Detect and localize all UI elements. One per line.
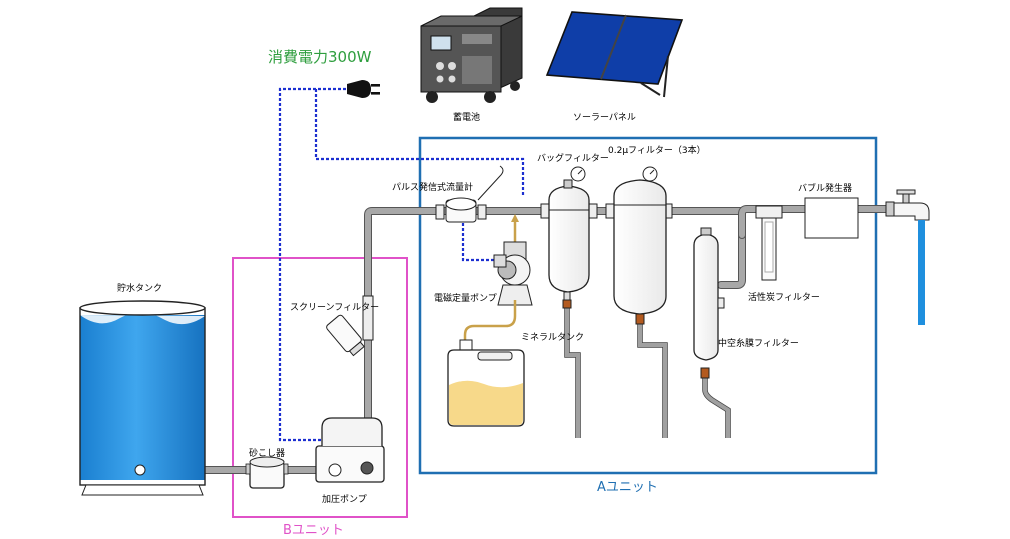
solar-panel-icon (545, 11, 684, 98)
faucet-icon (885, 189, 930, 221)
mineral-tank-icon (447, 300, 525, 427)
sand-strainer-label: 砂こし器 (249, 447, 285, 459)
storage-tank-icon (79, 300, 206, 496)
bag-filter-icon (540, 166, 598, 309)
hollow-fiber-filter-icon (693, 227, 725, 379)
unit-b-frame (232, 257, 408, 518)
micron-filter-label: 0.2μフィルター（3本） (608, 144, 706, 156)
booster-pump-icon (315, 417, 385, 483)
bubble-generator-box (804, 197, 859, 239)
sand-strainer-icon (245, 456, 289, 489)
screen-filter-icon (326, 295, 374, 357)
power-consumption-label: 消費電力300W (268, 48, 372, 66)
booster-pump-label: 加圧ポンプ (322, 494, 367, 505)
carbon-filter-label: 活性炭フィルター (748, 291, 820, 303)
water-stream (918, 220, 925, 325)
unit-a-frame (418, 136, 878, 475)
bubble-generator-label: バブル発生器 (798, 182, 852, 194)
unit-a-label: Aユニット (597, 480, 658, 495)
carbon-filter-icon (755, 205, 783, 281)
mineral-tank-label: ミネラルタンク (521, 332, 584, 343)
dosing-pump-label: 電磁定量ポンプ (434, 292, 497, 304)
micron-filter-icon (605, 166, 673, 325)
dosing-pump-icon (493, 214, 533, 306)
solar-panel-label: ソーラーパネル (573, 112, 636, 123)
unit-b-label: Bユニット (283, 523, 344, 538)
battery-icon (420, 7, 523, 103)
storage-tank-label: 貯水タンク (117, 282, 162, 294)
power-plug-icon (347, 80, 380, 98)
pulse-flowmeter-icon (435, 165, 504, 223)
power-wiring (278, 87, 525, 442)
hollow-fiber-filter-label: 中空糸膜フィルター (718, 337, 799, 349)
screen-filter-label: スクリーンフィルター (290, 302, 379, 313)
drain-lines (564, 300, 731, 438)
battery-label: 蓄電池 (453, 111, 480, 123)
pulse-flowmeter-label: パルス発信式流量計 (392, 181, 473, 193)
bag-filter-label: バッグフィルター (537, 152, 609, 164)
